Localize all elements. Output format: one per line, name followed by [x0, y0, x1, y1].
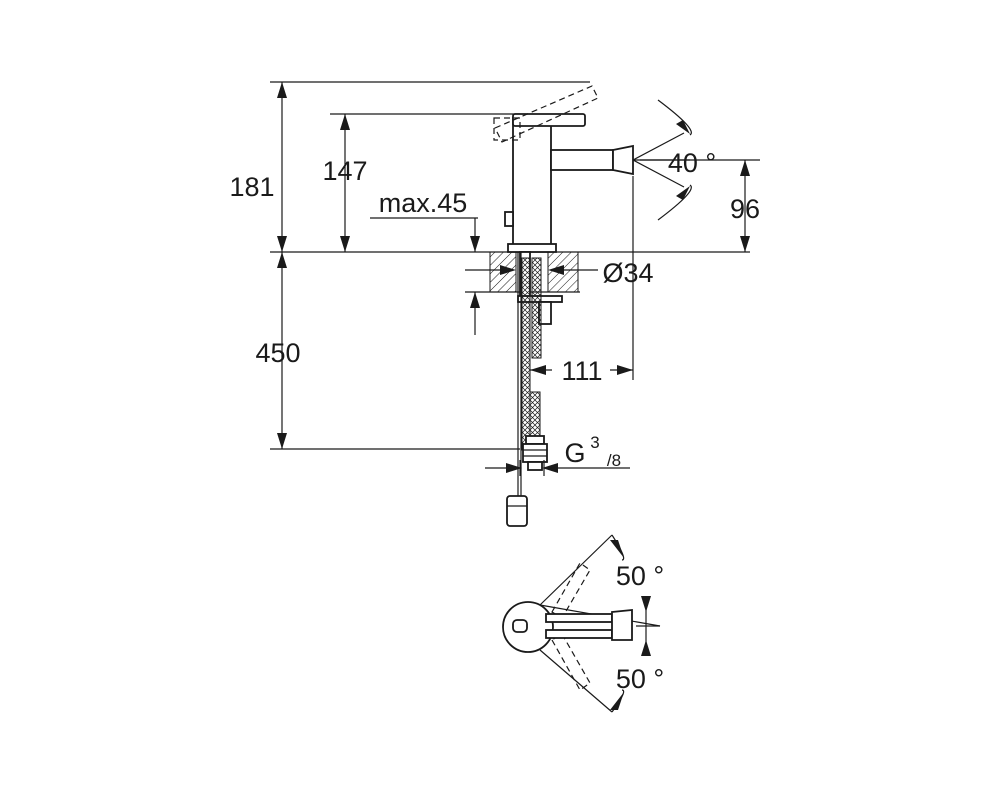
dim-181-label: 181	[229, 172, 274, 202]
dim-hole-diameter-label: Ø34	[602, 258, 653, 288]
lever-alternate-position	[493, 85, 599, 143]
dim-111-label: 111	[561, 356, 602, 386]
spout-alternate-upper	[551, 562, 591, 619]
dim-40-label: 40 °	[668, 148, 716, 178]
dim-147: 147	[322, 114, 368, 252]
dim-thread: G 3 /8	[485, 433, 630, 476]
thread-label-g: G	[564, 438, 585, 468]
dim-max-45-label: max.45	[379, 188, 468, 218]
dim-111: 111	[530, 176, 634, 386]
spout-alternate-lower	[551, 633, 591, 691]
thread-label-denominator: /8	[607, 451, 621, 470]
dim-450: 450	[255, 252, 301, 449]
pop-up-waste-cable	[506, 252, 528, 527]
side-elevation: 181 147 max.45	[229, 81, 760, 527]
swivel-line-upper	[539, 534, 613, 606]
dim-swivel-upper-label: 50 °	[616, 561, 664, 591]
hose-left	[521, 257, 531, 451]
countertop-section: Ø34	[465, 251, 654, 293]
swivel-line-lower	[539, 649, 613, 713]
spout	[550, 149, 614, 171]
mixer-body	[493, 85, 634, 253]
spout-nozzle	[612, 144, 634, 176]
hose-connector	[522, 435, 548, 471]
hose-right	[531, 257, 542, 359]
thread-label-numerator: 3	[590, 433, 599, 452]
spout-plan	[545, 613, 613, 623]
dim-40-degree: 40 °	[632, 99, 716, 221]
dim-181: 181	[229, 82, 287, 252]
hose-right-lower	[529, 391, 541, 437]
dim-96-label: 96	[730, 194, 760, 224]
dim-swivel-lower-label: 50 °	[616, 664, 664, 694]
body-disc	[502, 601, 554, 653]
top-view: 50 ° 50 °	[502, 534, 664, 713]
dim-96: 96	[730, 160, 760, 252]
dim-450-label: 450	[255, 338, 300, 368]
dim-max-45: max.45	[370, 188, 480, 335]
dim-147-label: 147	[322, 156, 367, 186]
